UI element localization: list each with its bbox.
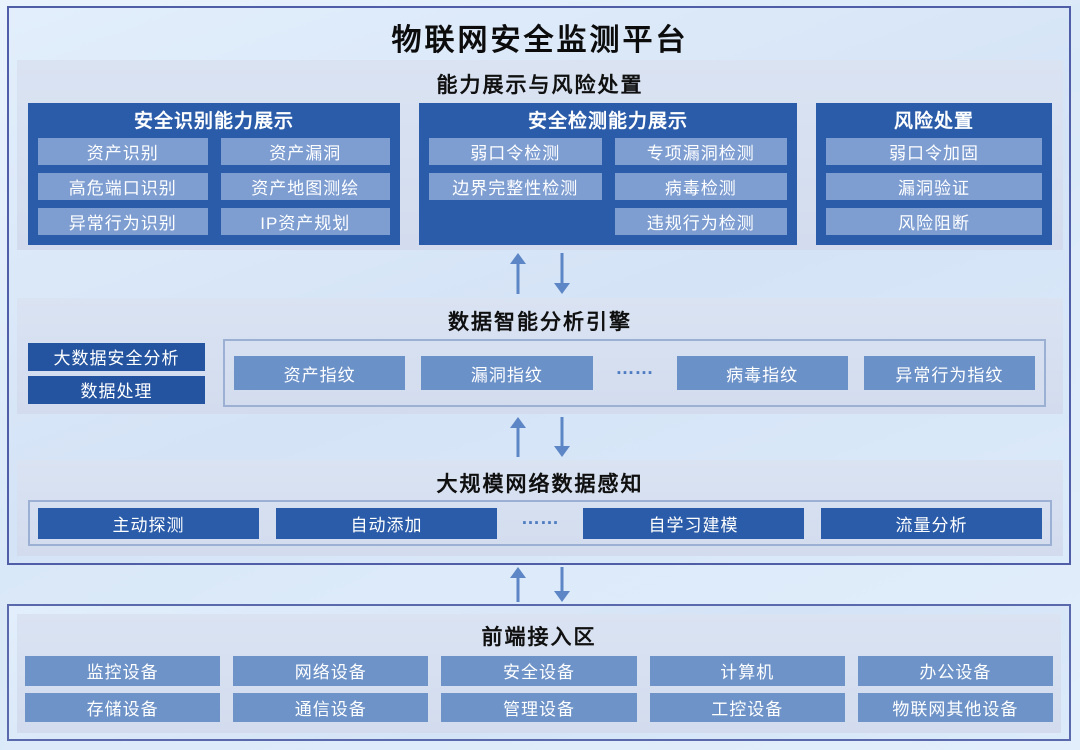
capability-boxes-row: 安全识别能力展示 资产识别 资产漏洞 高危端口识别 资产地图测绘 异常行为识别 … xyxy=(28,103,1052,245)
up-arrow-icon xyxy=(510,253,527,294)
device-item: 管理设备 xyxy=(441,692,637,722)
identify-item: 资产地图测绘 xyxy=(220,173,390,200)
device-item: 安全设备 xyxy=(441,656,637,686)
perception-item: 自动添加 xyxy=(276,507,497,539)
perception-item: 流量分析 xyxy=(821,507,1042,539)
arrow-pair-capability-analysis xyxy=(0,253,1080,294)
down-arrow-icon xyxy=(554,417,571,457)
fingerprint-item: 漏洞指纹 xyxy=(421,356,593,390)
arrow-pair-perception-frontend xyxy=(0,567,1080,602)
detect-item: 违规行为检测 xyxy=(614,208,787,235)
perception-item: 主动探测 xyxy=(38,507,259,539)
analysis-section: 数据智能分析引擎 大数据安全分析 数据处理 资产指纹 漏洞指纹 …… 病毒指纹 … xyxy=(17,298,1063,414)
analysis-section-title: 数据智能分析引擎 xyxy=(448,311,632,334)
identify-capability-box: 安全识别能力展示 资产识别 资产漏洞 高危端口识别 资产地图测绘 异常行为识别 … xyxy=(28,103,400,245)
up-arrow-icon xyxy=(510,567,527,602)
ellipsis-dots: …… xyxy=(521,508,559,529)
fingerprint-box: 资产指纹 漏洞指纹 …… 病毒指纹 异常行为指纹 xyxy=(223,339,1046,407)
capability-section: 能力展示与风险处置 安全识别能力展示 资产识别 资产漏洞 高危端口识别 资产地图… xyxy=(17,60,1063,250)
identify-item: 异常行为识别 xyxy=(38,208,208,235)
fingerprint-item: 资产指纹 xyxy=(234,356,406,390)
identify-item: IP资产规划 xyxy=(220,208,390,235)
arrow-pair-analysis-perception xyxy=(0,417,1080,457)
down-arrow-icon xyxy=(554,253,571,294)
detect-item: 边界完整性检测 xyxy=(429,173,602,200)
device-item: 物联网其他设备 xyxy=(857,692,1054,722)
perception-section: 大规模网络数据感知 主动探测 自动添加 …… 自学习建模 流量分析 xyxy=(17,460,1063,556)
device-item: 存储设备 xyxy=(25,692,221,722)
identify-item: 高危端口识别 xyxy=(38,173,208,200)
analysis-side-column: 大数据安全分析 数据处理 xyxy=(28,339,205,407)
detect-box-title: 安全检测能力展示 xyxy=(527,111,688,132)
device-item: 网络设备 xyxy=(233,656,429,686)
capability-section-title: 能力展示与风险处置 xyxy=(436,74,644,97)
fingerprint-item: 异常行为指纹 xyxy=(863,356,1035,390)
perception-box: 主动探测 自动添加 …… 自学习建模 流量分析 xyxy=(28,500,1052,546)
frontend-section: 前端接入区 监控设备 网络设备 安全设备 计算机 办公设备 存储设备 通信设备 … xyxy=(17,614,1061,733)
frontend-section-title: 前端接入区 xyxy=(481,626,597,649)
device-item: 工控设备 xyxy=(649,692,845,722)
ellipsis-dots: …… xyxy=(615,358,654,379)
device-row-1: 监控设备 网络设备 安全设备 计算机 办公设备 xyxy=(25,656,1054,686)
device-item: 监控设备 xyxy=(25,656,221,686)
identify-item: 资产漏洞 xyxy=(220,138,390,165)
dispose-item: 弱口令加固 xyxy=(826,138,1042,165)
up-arrow-icon xyxy=(510,417,527,457)
device-item: 办公设备 xyxy=(857,656,1054,686)
dispose-item: 风险阻断 xyxy=(826,208,1042,235)
detect-item-placeholder xyxy=(429,208,602,235)
risk-dispose-box: 风险处置 弱口令加固 漏洞验证 风险阻断 xyxy=(816,103,1052,245)
perception-section-title: 大规模网络数据感知 xyxy=(436,473,644,496)
perception-item: 自学习建模 xyxy=(583,507,804,539)
analysis-side-item: 数据处理 xyxy=(28,375,205,404)
device-item: 通信设备 xyxy=(233,692,429,722)
identify-item: 资产识别 xyxy=(38,138,208,165)
down-arrow-icon xyxy=(554,567,571,602)
device-row-2: 存储设备 通信设备 管理设备 工控设备 物联网其他设备 xyxy=(25,692,1054,722)
analysis-content: 大数据安全分析 数据处理 资产指纹 漏洞指纹 …… 病毒指纹 异常行为指纹 xyxy=(28,339,1046,407)
dispose-box-title: 风险处置 xyxy=(893,111,974,132)
detect-item: 病毒检测 xyxy=(614,173,787,200)
fingerprint-item: 病毒指纹 xyxy=(676,356,848,390)
page-title: 物联网安全监测平台 xyxy=(391,24,689,57)
identify-box-title: 安全识别能力展示 xyxy=(133,111,294,132)
detect-grid: 弱口令检测 专项漏洞检测 边界完整性检测 病毒检测 违规行为检测 xyxy=(429,138,787,235)
dispose-item: 漏洞验证 xyxy=(826,173,1042,200)
dispose-grid: 弱口令加固 漏洞验证 风险阻断 xyxy=(826,138,1042,235)
detect-capability-box: 安全检测能力展示 弱口令检测 专项漏洞检测 边界完整性检测 病毒检测 违规行为检… xyxy=(419,103,797,245)
device-item: 计算机 xyxy=(649,656,845,686)
identify-grid: 资产识别 资产漏洞 高危端口识别 资产地图测绘 异常行为识别 IP资产规划 xyxy=(38,138,390,235)
analysis-side-item: 大数据安全分析 xyxy=(28,342,205,371)
detect-item: 弱口令检测 xyxy=(429,138,602,165)
device-rows: 监控设备 网络设备 安全设备 计算机 办公设备 存储设备 通信设备 管理设备 工… xyxy=(25,656,1054,722)
detect-item: 专项漏洞检测 xyxy=(614,138,787,165)
